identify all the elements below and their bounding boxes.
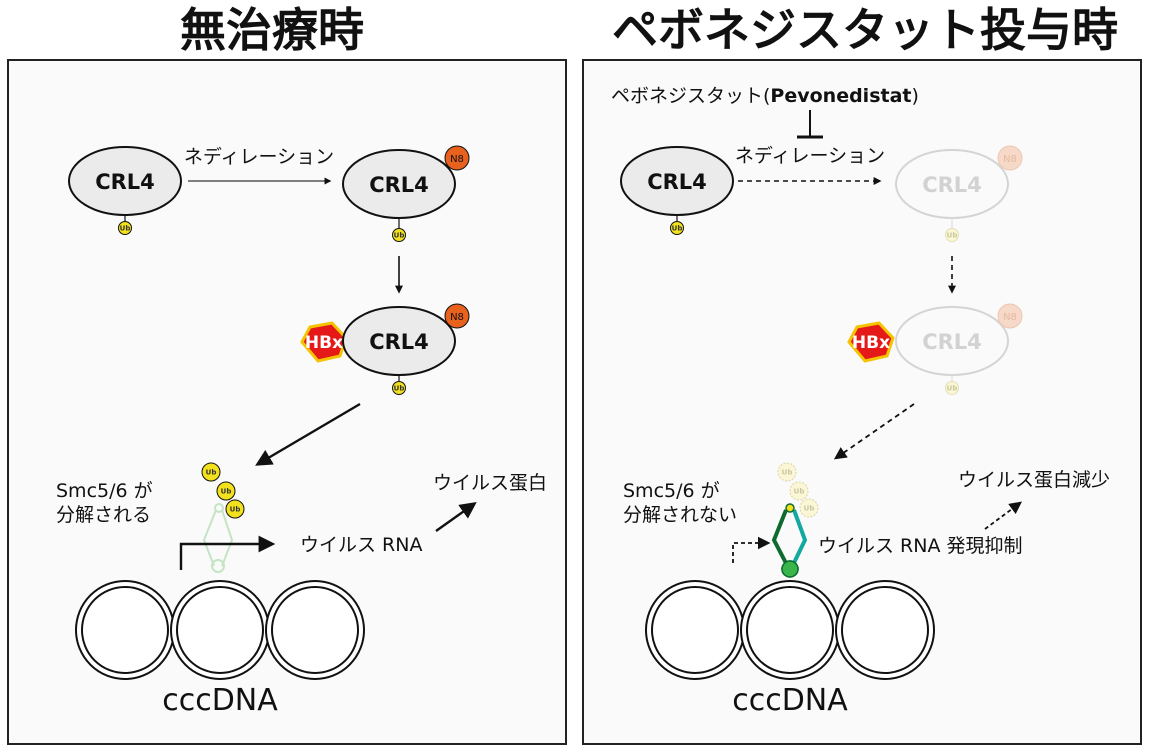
left-crl4-unneddylated: CRL4 Ub <box>68 146 182 235</box>
right-crl4-neddylated-faded: CRL4 N8 Ub <box>895 145 1023 242</box>
svg-text:Ub: Ub <box>804 505 815 513</box>
svg-text:Ub: Ub <box>672 225 683 233</box>
ubiquitin-icon <box>945 381 959 395</box>
right-translation-arrow-dashed <box>984 501 1023 530</box>
ub-label: Ub <box>120 225 131 233</box>
crl4-label: CRL4 <box>647 170 707 194</box>
svg-text:N8: N8 <box>1003 312 1017 323</box>
left-crl4-neddylated: CRL4 N8 Ub <box>342 145 470 242</box>
left-translation-arrow <box>435 502 477 532</box>
right-panel: ペボネジスタット投与時 ペボネジスタット(Pevonedistat) CRL4 … <box>582 3 1142 745</box>
left-smc56-degraded <box>202 503 234 573</box>
left-degradation-arrow <box>255 402 361 466</box>
ubiquitin-icon <box>201 462 221 482</box>
left-viral-rna-label: ウイルス RNA <box>300 534 422 556</box>
left-ub-chain: Ub Ub Ub <box>201 462 245 519</box>
ubiquitin-icon <box>670 221 684 235</box>
hbx-label: HBx <box>852 333 890 353</box>
ubiquitin-icon <box>392 228 406 242</box>
right-degradation-arrow-dashed <box>833 403 915 460</box>
nedd8-icon <box>997 303 1023 329</box>
left-cccdna <box>75 580 365 680</box>
nedd8-icon <box>444 145 470 171</box>
n8-label: N8 <box>450 154 464 165</box>
ub-label: Ub <box>394 385 405 393</box>
svg-text:Ub: Ub <box>221 488 232 496</box>
crl4-label: CRL4 <box>95 170 155 194</box>
ubiquitin-icon <box>799 498 819 518</box>
right-cccdna-label: cccDNA <box>732 683 848 718</box>
svg-text:Ub: Ub <box>206 469 217 477</box>
left-panel-title: 無治療時 <box>180 3 364 57</box>
right-crl4-hbx-complex-faded: HBx CRL4 N8 Ub <box>847 303 1023 395</box>
ubiquitin-icon <box>392 381 406 395</box>
right-neddylation-label: ネディレーション <box>735 145 885 167</box>
ubiquitin-icon <box>225 499 245 519</box>
ubiquitin-icon <box>789 481 809 501</box>
right-transcription-arrow-dashed <box>732 536 771 563</box>
crl4-label: CRL4 <box>369 330 429 354</box>
left-transcription-arrow <box>179 535 276 570</box>
crl4-label: CRL4 <box>369 173 429 197</box>
smc56-hinge-icon <box>781 560 799 578</box>
right-crl4-unneddylated: CRL4 Ub <box>620 146 734 235</box>
right-smc-label-line2: 分解されない <box>623 504 737 526</box>
nedd8-icon <box>997 145 1023 171</box>
left-panel: 無治療時 CRL4 Ub ネディレーション CRL4 N8 Ub HBx <box>7 3 567 745</box>
crl4-label: CRL4 <box>922 173 982 197</box>
right-ub-chain-faded: Ub Ub Ub <box>777 462 819 518</box>
svg-text:N8: N8 <box>1003 154 1017 165</box>
left-neddylation-label: ネディレーション <box>184 146 334 168</box>
right-panel-title: ペボネジスタット投与時 <box>612 3 1118 57</box>
ubiquitin-icon <box>945 228 959 242</box>
svg-text:Ub: Ub <box>230 506 241 514</box>
svg-text:Ub: Ub <box>947 232 958 240</box>
crl4-label: CRL4 <box>922 330 982 354</box>
svg-text:Ub: Ub <box>782 469 793 477</box>
ub-label: Ub <box>394 232 405 240</box>
nedd8-icon <box>444 303 470 329</box>
right-viral-rna-label: ウイルス RNA 発現抑制 <box>818 535 1023 557</box>
left-crl4-hbx-complex: HBx CRL4 N8 Ub <box>300 303 470 395</box>
ubiquitin-icon <box>777 462 797 482</box>
left-viral-protein-label: ウイルス蛋白 <box>433 472 547 494</box>
svg-text:Ub: Ub <box>794 488 805 496</box>
right-smc-label-line1: Smc5/6 が <box>623 480 720 502</box>
svg-text:Ub: Ub <box>947 385 958 393</box>
right-cccdna <box>645 580 935 680</box>
left-cccdna-label: cccDNA <box>162 683 278 718</box>
hbx-hexagon-icon <box>847 321 895 363</box>
left-smc-label-line1: Smc5/6 が <box>56 480 153 502</box>
n8-label: N8 <box>450 312 464 323</box>
ubiquitin-icon <box>216 481 236 501</box>
left-smc-label-line2: 分解される <box>56 504 151 526</box>
right-viral-protein-label: ウイルス蛋白減少 <box>958 469 1110 491</box>
right-drug-label: ペボネジスタット(Pevonedistat) <box>611 85 919 107</box>
ubiquitin-icon <box>118 221 132 235</box>
hbx-label: HBx <box>305 333 343 353</box>
